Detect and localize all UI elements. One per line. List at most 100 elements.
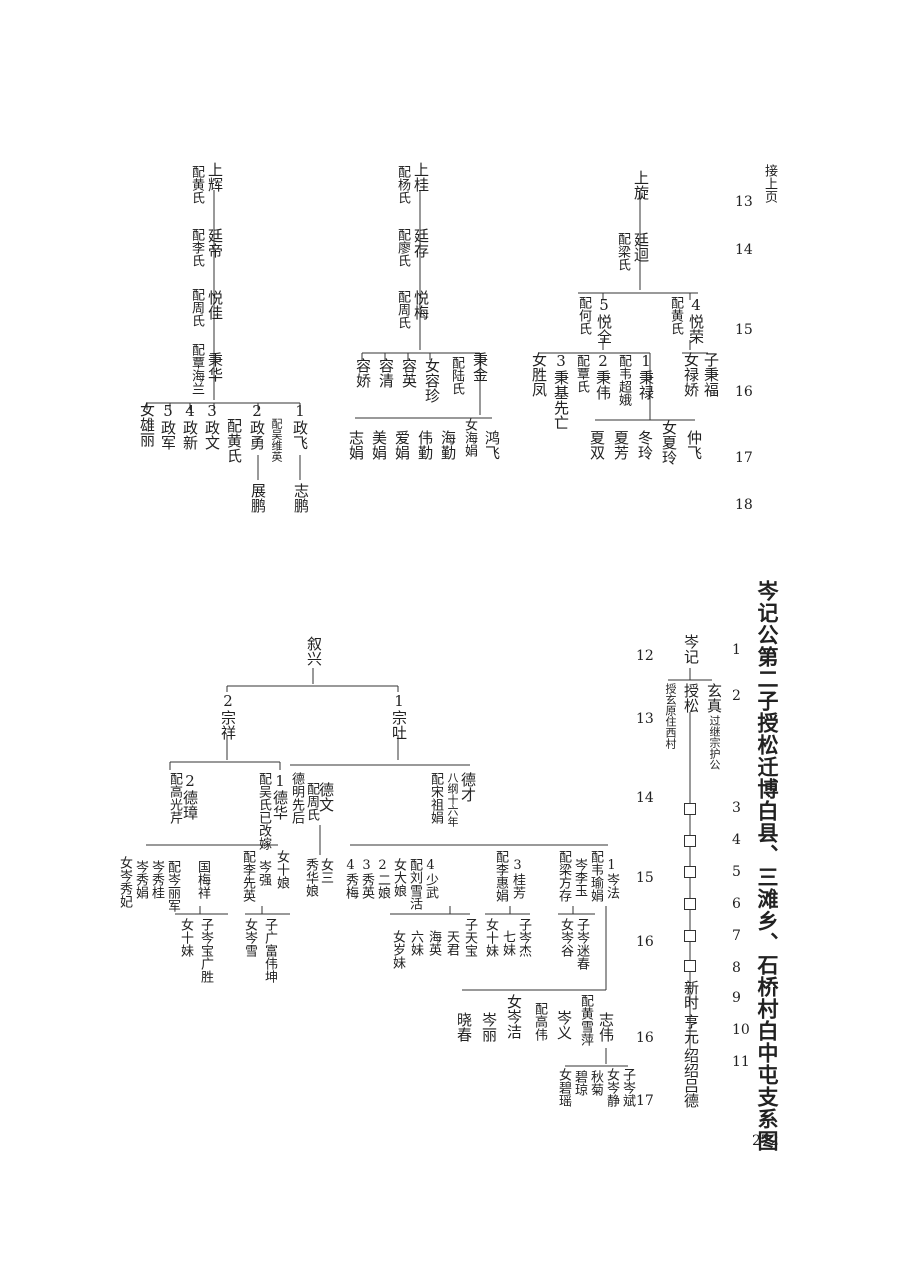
gen-label: 14 — [636, 790, 654, 806]
unknown-generation-box — [684, 866, 696, 878]
gen-label: 15 — [636, 870, 654, 886]
unknown-generation-box — [684, 930, 696, 942]
spouse-name: 配梁方存 — [556, 850, 571, 902]
spouse-name: 配周氏 — [189, 288, 204, 327]
gen-label: 10 — [732, 1022, 750, 1038]
descendant-name: 女十妹 — [178, 918, 193, 957]
grandchild-name: 鸿飞 — [483, 430, 501, 460]
descendant-name: 4少武 — [423, 858, 438, 899]
descendant-name: 3秀英 — [359, 858, 374, 899]
ancestor-name: 岑记 — [682, 634, 700, 664]
son-name: 5悦全 — [595, 296, 613, 344]
gen-label: 2 — [732, 688, 741, 704]
ancestor-name: 玄真 — [705, 683, 723, 713]
descendant-name: 1岑法 — [604, 858, 619, 899]
spouse-name: 配黄雪萍 — [578, 994, 593, 1046]
descendant-name: 碧琼 — [572, 1070, 587, 1096]
spouse-name: 配杨氏 — [395, 165, 410, 204]
descendant-name: 岑义 — [555, 1010, 573, 1040]
child-name: 女雄丽 — [138, 402, 156, 447]
gen-label: 16 — [636, 934, 654, 950]
grandchild-name: 女夏玲 — [660, 420, 678, 465]
ancestor-name: 上辉 — [206, 162, 224, 192]
descendant-name: 1德华 — [271, 772, 289, 820]
gen-label: 6 — [732, 896, 741, 912]
descendant-name: 秀华娘 — [303, 858, 318, 897]
grandchild-name: 展鹏 — [249, 483, 267, 513]
grandchild-name: 志鹏 — [292, 483, 310, 513]
descendant-name: 2二娘 — [375, 858, 390, 899]
descendant-name: 子广富伟坤 — [262, 918, 277, 983]
ancestor-name: 廷帝 — [206, 228, 224, 258]
son-name: 4悦荣 — [687, 296, 705, 344]
spouse-name: 配廖氏 — [395, 228, 410, 267]
gen-label: 17 — [735, 450, 753, 466]
ancestor-name: 上旋 — [632, 170, 650, 200]
spouse-name: 配周氏 — [395, 290, 410, 329]
spouse-name: 配黄氏 — [189, 165, 204, 204]
descendant-name: 女岁妹 — [390, 930, 405, 969]
gen-label: 7 — [732, 928, 741, 944]
spouse-name: 配韦超娥 — [616, 354, 631, 406]
gen-label: 13 — [636, 711, 654, 727]
descendant-name: 七妹 — [500, 930, 515, 956]
daughter-name: 容娇 — [354, 358, 372, 388]
daughter-name: 女容珍 — [423, 358, 441, 403]
spouse-name: 配宋祖娟 — [428, 772, 443, 824]
descendant-name: 2秉伟 — [594, 352, 612, 400]
gen-label: 9 — [732, 990, 741, 1006]
page-title: 岑记公第二子授松迁博白县、三滩乡、石桥村白中屯支系图 — [755, 580, 779, 1152]
descendant-name: 德才 — [459, 772, 477, 802]
descendant-name: 岑丽 — [480, 1012, 498, 1042]
daughter-name: 容英 — [400, 358, 418, 388]
gen-label: 4 — [732, 832, 741, 848]
descendant-name: 2德璋 — [181, 772, 199, 820]
descendant-name: 晓春 — [455, 1012, 473, 1042]
descendant-name: 女大娘 — [391, 858, 406, 897]
spouse-name: 配覃海兰 — [189, 343, 204, 395]
child-name: 5政军 — [159, 402, 177, 450]
daughter-name: 容清 — [377, 358, 395, 388]
root-name: 叙兴 — [305, 636, 323, 666]
ancestor-name: 秉金 — [471, 352, 489, 382]
descendant-name: 子岑迷春 — [574, 918, 589, 970]
ancestor-name: 授松 — [682, 683, 700, 713]
ancestor-name: 廷迴 — [632, 232, 650, 262]
spouse-name: 配刘雪活 — [407, 858, 422, 910]
descendant-name: 女三 — [318, 858, 333, 884]
ancestor-name: 廷存 — [412, 228, 430, 258]
ancestor-note: 过继宗护公 — [708, 715, 721, 770]
descendant-name: 女胜凤 — [530, 352, 548, 397]
descendant-name: 秋菊 — [588, 1070, 603, 1096]
descendant-name: 岑秀娟 — [133, 860, 148, 899]
descendant-name: 女碧瑶 — [556, 1068, 571, 1107]
descendant-name: 女岑静 — [604, 1068, 619, 1107]
descendant-name: 女十妹 — [483, 918, 498, 957]
descendant-name: 女禄娇 — [682, 352, 700, 397]
unknown-generation-box — [684, 898, 696, 910]
descendant-name: 女岑谷 — [558, 918, 573, 957]
gen-label: 13 — [735, 194, 753, 210]
spouse-name: 配周氏 — [304, 782, 319, 821]
page-number: 272 — [752, 1133, 779, 1149]
spouse-name: 配梁氏 — [615, 232, 630, 271]
ancestor-name: 亨元 — [682, 1014, 700, 1044]
descendant-name: 4秀梅 — [343, 858, 358, 899]
spouse-name: 配高光芹 — [167, 772, 182, 824]
spouse-name: 配李惠娟 — [493, 850, 508, 902]
son-name: 1宗吐 — [390, 692, 408, 740]
grandchild-name: 爱娟 — [393, 430, 411, 460]
gen-label: 14 — [735, 242, 753, 258]
descendant-name: 女岑洁 — [505, 994, 523, 1039]
descendant-name: 国梅祥 — [195, 860, 210, 899]
descendant-name: 海英 — [426, 930, 441, 956]
grandchild-name: 仲飞 — [685, 430, 703, 460]
child-name: 2政勇 — [248, 402, 266, 450]
unknown-generation-box — [684, 835, 696, 847]
descendant-name: 德明先后 — [289, 772, 304, 824]
descendant-name: 天君 — [444, 930, 459, 956]
ancestor-name: 悦佳 — [206, 290, 224, 320]
gen-label: 15 — [735, 322, 753, 338]
unknown-generation-box — [684, 803, 696, 815]
